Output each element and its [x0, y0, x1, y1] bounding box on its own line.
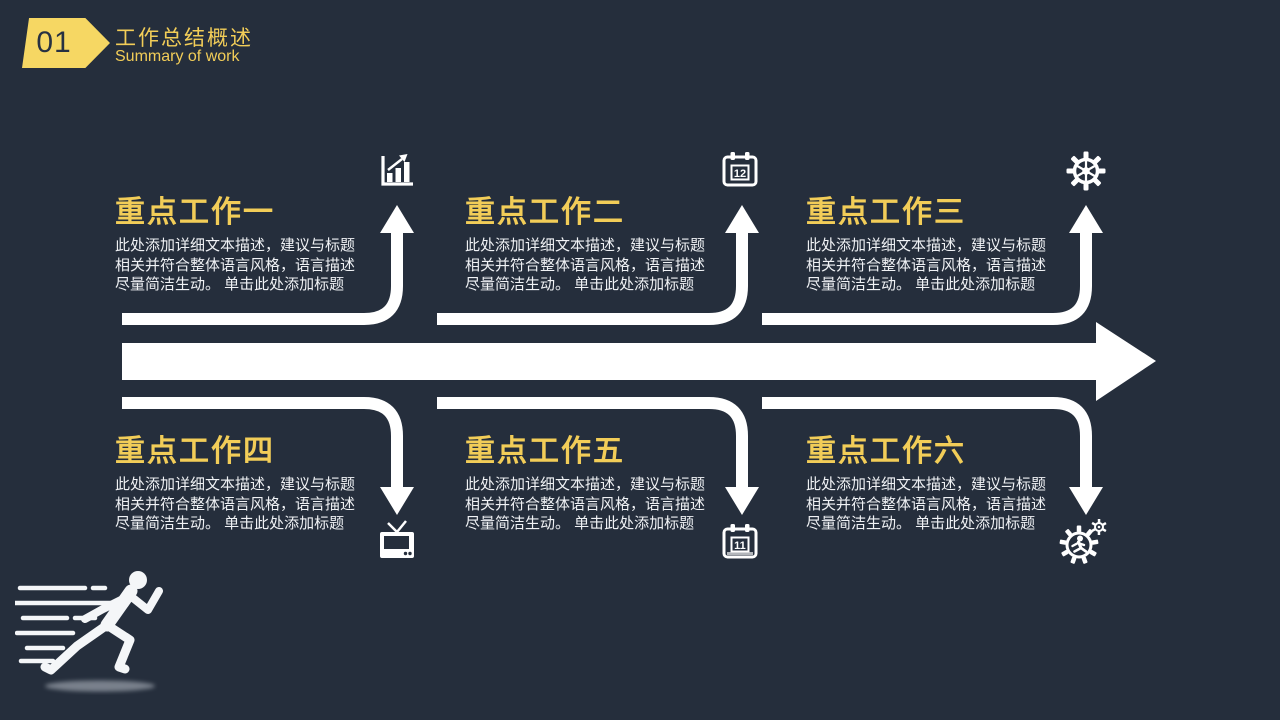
- section-1: 重点工作一 此处添加详细文本描述，建议与标题相关并符合整体语言风格，语言描述尽量…: [115, 196, 365, 295]
- speed-lines: [15, 585, 113, 664]
- calendar-icon: 11: [719, 521, 761, 568]
- connector-lines: [122, 231, 1092, 489]
- small-gear: [1091, 519, 1107, 535]
- section-4-title: 重点工作四: [115, 435, 275, 468]
- arrowhead-down-4: [380, 487, 414, 515]
- arrowhead-up-1: [380, 205, 414, 233]
- connector-arrow-1: [122, 231, 403, 325]
- gear-person-icon: [1058, 518, 1110, 573]
- section-2: 重点工作二 此处添加详细文本描述，建议与标题相关并符合整体语言风格，语言描述尽量…: [465, 196, 715, 295]
- section-number: 01: [36, 26, 72, 59]
- tv-icon: [375, 520, 419, 567]
- connector-arrow-5: [437, 397, 748, 489]
- running-person-glyph: [1071, 535, 1088, 553]
- section-5: 重点工作五 此处添加详细文本描述，建议与标题相关并符合整体语言风格，语言描述尽量…: [465, 435, 715, 534]
- page-title: 工作总结概述: [115, 27, 253, 50]
- page-subtitle: Summary of work: [115, 48, 240, 65]
- section-6: 重点工作六 此处添加详细文本描述，建议与标题相关并符合整体语言风格，语言描述尽量…: [806, 435, 1056, 534]
- runner-silhouette: [40, 571, 163, 675]
- main-timeline-arrow: [122, 322, 1156, 401]
- connector-arrow-3: [762, 231, 1092, 325]
- section-5-description: 此处添加详细文本描述，建议与标题相关并符合整体语言风格，语言描述尽量简洁生动。 …: [465, 476, 706, 532]
- arrowhead-down-5: [725, 487, 759, 515]
- section-6-description: 此处添加详细文本描述，建议与标题相关并符合整体语言风格，语言描述尽量简洁生动。 …: [806, 476, 1047, 532]
- arrowhead-up-2: [725, 205, 759, 233]
- bar-chart-icon: [376, 150, 418, 195]
- section-4-description: 此处添加详细文本描述，建议与标题相关并符合整体语言风格，语言描述尽量简洁生动。 …: [115, 476, 356, 532]
- connector-arrow-2: [437, 231, 748, 325]
- section-3: 重点工作三 此处添加详细文本描述，建议与标题相关并符合整体语言风格，语言描述尽量…: [806, 196, 1056, 295]
- arrowhead-up-3: [1069, 205, 1103, 233]
- connector-arrowheads: [380, 205, 1103, 515]
- calendar-icon: 12: [719, 149, 761, 196]
- runner-shadow: [45, 680, 155, 692]
- main-arrow-body: [122, 343, 1097, 380]
- arrowhead-down-6: [1069, 487, 1103, 515]
- section-2-description: 此处添加详细文本描述，建议与标题相关并符合整体语言风格，语言描述尽量简洁生动。 …: [465, 237, 706, 293]
- connector-arrow-6: [762, 397, 1092, 489]
- calendar-number: 12: [734, 168, 746, 180]
- gear-icon: [1064, 149, 1108, 198]
- connector-arrow-4: [122, 397, 403, 489]
- section-4: 重点工作四 此处添加详细文本描述，建议与标题相关并符合整体语言风格，语言描述尽量…: [115, 435, 365, 534]
- section-6-title: 重点工作六: [806, 435, 966, 468]
- calendar-number: 11: [734, 540, 746, 552]
- main-arrow-head: [1096, 322, 1156, 401]
- section-3-description: 此处添加详细文本描述，建议与标题相关并符合整体语言风格，语言描述尽量简洁生动。 …: [806, 237, 1047, 293]
- section-2-title: 重点工作二: [465, 196, 625, 229]
- runner-graphic: [15, 571, 163, 692]
- section-1-description: 此处添加详细文本描述，建议与标题相关并符合整体语言风格，语言描述尽量简洁生动。 …: [115, 237, 356, 293]
- section-1-title: 重点工作一: [115, 196, 275, 229]
- section-3-title: 重点工作三: [806, 196, 966, 229]
- section-5-title: 重点工作五: [465, 435, 625, 468]
